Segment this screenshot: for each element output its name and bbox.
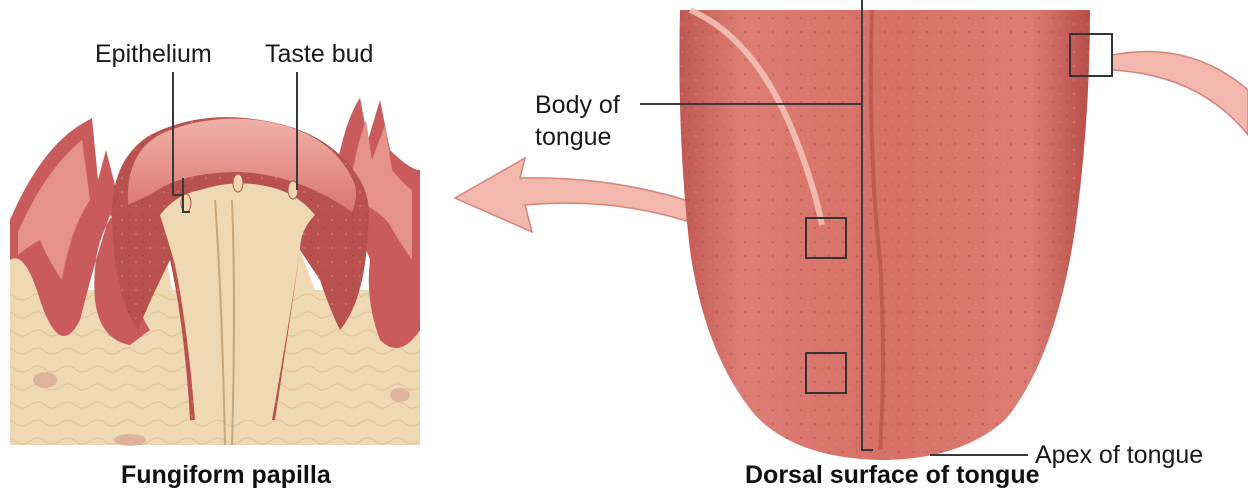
taste-bud-2 [233,174,243,192]
body-of-tongue-label-line1: Body of [535,91,620,119]
body-of-tongue-label-line2: tongue [535,123,611,151]
pointer-arrow-right [1112,52,1248,135]
fungiform-papilla-illustration [10,72,420,446]
vessel-spot [390,388,410,402]
apex-of-tongue-label: Apex of tongue [1035,441,1203,469]
taste-bud-label: Taste bud [265,40,373,68]
epithelium-label: Epithelium [95,40,212,68]
vessel-spot [114,434,146,446]
fungiform-papilla-caption: Fungiform papilla [121,461,332,489]
tongue-texture [679,10,1090,460]
tongue-dorsal-illustration [640,0,1248,460]
dorsal-surface-caption: Dorsal surface of tongue [745,461,1040,489]
vessel-spot [33,372,57,388]
